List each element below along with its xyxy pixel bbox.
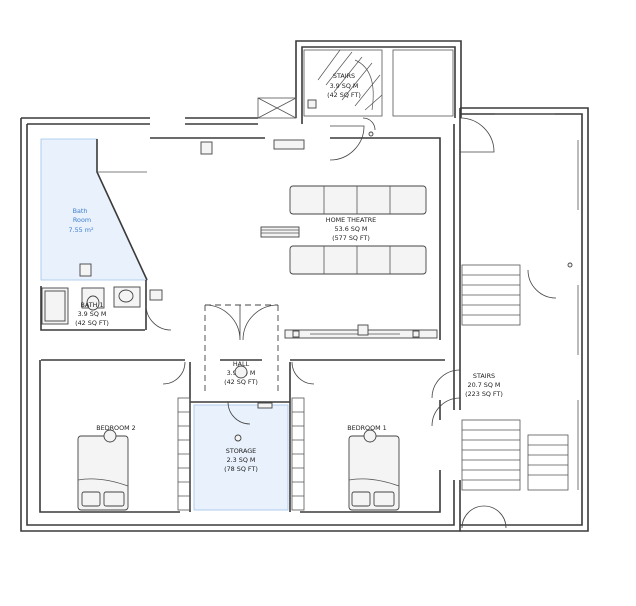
room-label-stairs-top: STAIRS 3.9 SQ M (42 SQ FT)	[327, 72, 361, 99]
room-label-bath-room: Bath Room 7.55 m²	[68, 207, 93, 234]
room-label-bath1: BATH 1 3.9 SQ M (42 SQ FT)	[75, 301, 109, 327]
bath-room-highlight[interactable]	[40, 138, 148, 281]
central-openings	[162, 304, 315, 425]
svg-text:(42 SQ FT): (42 SQ FT)	[327, 91, 361, 99]
right-stairs	[431, 117, 569, 529]
svg-text:20.7 SQ M: 20.7 SQ M	[468, 381, 501, 389]
shelving	[177, 397, 305, 511]
svg-text:Room: Room	[73, 216, 91, 224]
svg-text:HALL: HALL	[233, 360, 250, 368]
svg-text:Bath: Bath	[73, 207, 88, 215]
exterior-walls	[20, 40, 589, 532]
svg-text:7.55 m²: 7.55 m²	[68, 226, 93, 234]
svg-text:53.6 SQ M: 53.6 SQ M	[335, 225, 368, 233]
bedroom1-furniture	[348, 435, 400, 511]
svg-text:3.9 SQ M: 3.9 SQ M	[78, 310, 107, 318]
svg-text:(78 SQ FT): (78 SQ FT)	[224, 465, 258, 473]
room-label-bedroom1: BEDROOM 1	[347, 424, 386, 432]
room-label-bedroom2: BEDROOM 2	[96, 424, 135, 432]
svg-text:STORAGE: STORAGE	[226, 447, 256, 455]
top-stairs	[257, 49, 454, 161]
svg-text:BEDROOM 1: BEDROOM 1	[347, 424, 386, 432]
svg-text:3.9 SQ M: 3.9 SQ M	[330, 82, 359, 90]
svg-text:HOME THEATRE: HOME THEATRE	[326, 216, 376, 224]
room-label-storage: STORAGE 2.3 SQ M (78 SQ FT)	[224, 447, 258, 473]
svg-text:STAIRS: STAIRS	[473, 372, 495, 380]
svg-text:(42 SQ FT): (42 SQ FT)	[224, 378, 258, 386]
room-label-home-theatre: HOME THEATRE 53.6 SQ M (577 SQ FT)	[326, 216, 376, 242]
bedroom2-furniture	[77, 435, 129, 511]
home-theatre-furniture	[260, 185, 438, 339]
bath-room-fixtures	[79, 139, 305, 301]
svg-text:(577 SQ FT): (577 SQ FT)	[332, 234, 370, 242]
fixture-markers	[103, 99, 573, 443]
room-label-stairs-right: STAIRS 20.7 SQ M (223 SQ FT)	[465, 372, 503, 398]
svg-text:2.3 SQ M: 2.3 SQ M	[227, 456, 256, 464]
svg-text:(42 SQ FT): (42 SQ FT)	[75, 319, 109, 327]
bath1-fixtures	[41, 286, 172, 331]
svg-text:(223 SQ FT): (223 SQ FT)	[465, 390, 503, 398]
svg-text:STAIRS: STAIRS	[333, 72, 355, 80]
svg-text:BEDROOM 2: BEDROOM 2	[96, 424, 135, 432]
svg-text:BATH 1: BATH 1	[80, 301, 103, 309]
